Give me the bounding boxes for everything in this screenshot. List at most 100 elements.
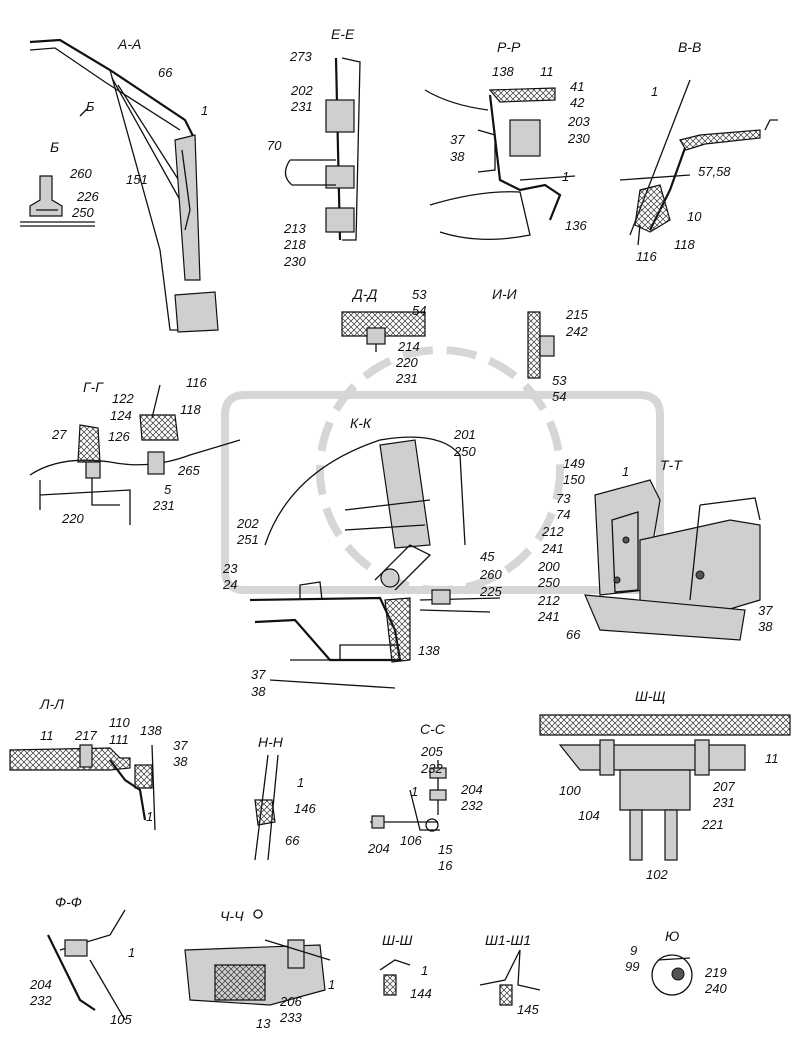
section-title-sh1: Ш1-Ш1	[485, 932, 532, 948]
part-label: 122	[112, 391, 134, 406]
diagram-section-nn	[254, 754, 279, 861]
part-label: 116	[636, 249, 657, 264]
part-label: 203	[568, 114, 590, 129]
diagram-section-ii	[527, 311, 555, 379]
part-label: 138	[418, 643, 440, 658]
part-label: 27	[52, 427, 67, 442]
part-label: 57,58	[698, 164, 731, 179]
part-label: 242	[566, 324, 588, 339]
part-label: 38	[450, 149, 465, 164]
part-label: 116	[186, 375, 207, 390]
part-label: 241	[538, 609, 560, 624]
diagram-section-kk	[249, 436, 501, 689]
part-label: 232	[30, 993, 52, 1008]
part-label: 1	[146, 809, 154, 824]
part-label: 118	[180, 402, 201, 417]
part-label: 73	[556, 491, 571, 506]
part-label: 212	[538, 593, 560, 608]
part-label: 265	[178, 463, 200, 478]
part-label: 200	[538, 559, 560, 574]
diagram-section-ss	[370, 760, 447, 832]
part-label: 231	[396, 371, 418, 386]
part-label: 15	[438, 842, 453, 857]
part-label: 11	[540, 64, 554, 79]
part-label: 1	[651, 84, 659, 99]
part-label: 138	[140, 723, 162, 738]
part-label: 220	[62, 511, 84, 526]
section-title-tt: Т-Т	[660, 457, 682, 473]
part-label: 202	[291, 83, 313, 98]
part-label: 99	[625, 959, 640, 974]
part-label: 212	[542, 524, 564, 539]
part-label: 202	[237, 516, 259, 531]
part-label: 273	[290, 49, 312, 64]
part-label: 1	[297, 775, 305, 790]
part-label: 136	[565, 218, 587, 233]
part-label: 38	[758, 619, 773, 634]
diagram-section-sh1	[479, 949, 541, 1006]
part-label: 41	[570, 79, 585, 94]
part-label: 232	[461, 798, 483, 813]
part-label: 205	[421, 744, 443, 759]
part-label: 251	[237, 532, 259, 547]
part-label: 145	[517, 1002, 539, 1017]
section-title-kk: К-К	[350, 415, 372, 431]
part-label: 11	[765, 751, 779, 766]
section-title-shsh: Ш-Щ	[635, 688, 666, 704]
part-label: 54	[412, 303, 427, 318]
part-label: 54	[552, 389, 567, 404]
part-label: 218	[284, 237, 306, 252]
part-label: 1	[328, 977, 336, 992]
part-label: 230	[284, 254, 306, 269]
section-title-ss: С-С	[420, 721, 445, 737]
part-label: 1	[411, 784, 419, 799]
part-label: 204	[368, 841, 390, 856]
part-label: 231	[713, 795, 735, 810]
part-label: 1	[128, 945, 136, 960]
part-label: 215	[566, 307, 588, 322]
diagram-section-chch	[184, 909, 331, 1006]
part-label: 74	[556, 507, 571, 522]
part-label: 42	[570, 95, 585, 110]
diagram-section-ff	[47, 909, 126, 1021]
part-label: 66	[566, 627, 581, 642]
part-label: 250	[72, 205, 94, 220]
part-label: 260	[70, 166, 92, 181]
part-label: 1	[562, 169, 570, 184]
part-label: 150	[563, 472, 585, 487]
part-label: Б	[86, 99, 95, 114]
section-title-sh: Ш-Ш	[382, 932, 413, 948]
part-label: 105	[110, 1012, 132, 1027]
part-label: 111	[109, 732, 129, 747]
diagram-section-sh	[379, 959, 411, 996]
section-title-nn: Н-Н	[258, 734, 283, 750]
diagram-section-aa	[29, 38, 219, 333]
part-label: 232	[421, 761, 443, 776]
part-label: 230	[568, 131, 590, 146]
part-label: 126	[108, 429, 130, 444]
part-label: 53	[412, 287, 427, 302]
section-title-dd: Д-Д	[353, 286, 378, 302]
diagram-section-yu	[651, 954, 693, 996]
diagram-section-rr	[424, 87, 576, 240]
part-label: 207	[713, 779, 735, 794]
part-label: 38	[173, 754, 188, 769]
part-label: 38	[251, 684, 266, 699]
part-label: 110	[109, 715, 130, 730]
diagram-section-tt	[584, 479, 761, 641]
part-label: 144	[410, 986, 432, 1001]
diagram-section-dd	[341, 311, 426, 352]
part-label: 138	[492, 64, 514, 79]
part-label: 226	[77, 189, 99, 204]
section-title-yu: Ю	[665, 928, 680, 944]
section-title-ee: Е-Е	[331, 26, 355, 42]
part-label: 214	[398, 339, 420, 354]
part-label: 66	[158, 65, 173, 80]
part-label: 100	[559, 783, 581, 798]
part-label: 24	[223, 577, 238, 592]
watermark-graphic	[221, 346, 664, 594]
diagram-section-gg	[29, 384, 241, 525]
part-label: 220	[396, 355, 418, 370]
part-label: 1	[201, 103, 209, 118]
